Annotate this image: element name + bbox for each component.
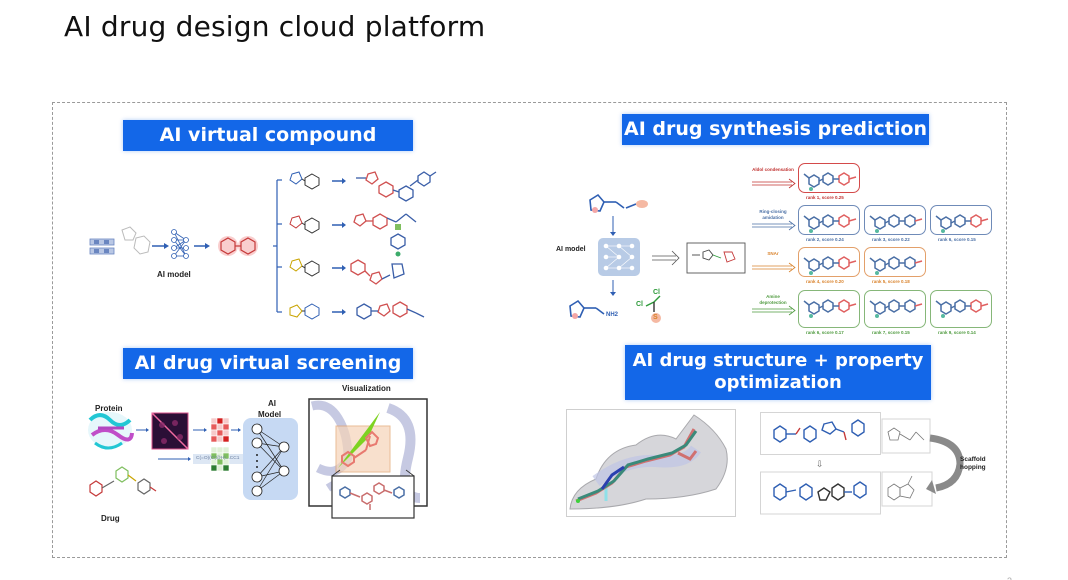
compound-design-model-label: AI model xyxy=(157,270,191,279)
synthesis-model-label: AI model xyxy=(556,246,586,253)
product-molecule-icon xyxy=(935,299,989,318)
product-molecule-3 xyxy=(350,259,405,285)
synthesis-prediction-banner: AI drug synthesis prediction xyxy=(622,114,929,145)
product-molecule-icon xyxy=(869,256,923,275)
product-molecule-2 xyxy=(353,213,417,257)
drug-molecule-icon xyxy=(89,466,157,497)
scaffold-hopping-diagram: ⇩ xyxy=(760,412,964,515)
page-number: 3 xyxy=(1007,576,1012,580)
reaction-result-card xyxy=(930,290,992,328)
binding-pocket-surface xyxy=(566,409,736,517)
isothiocyanate-reagent-icon xyxy=(589,193,648,213)
banner-line-2: optimization xyxy=(714,372,842,393)
product-molecule-4 xyxy=(356,301,425,320)
reaction-result-card xyxy=(798,290,860,328)
scaffold-hopping-arrow xyxy=(929,434,964,492)
rank-score-label: rank 3, score 0.22 xyxy=(872,237,910,242)
product-molecule-icon xyxy=(869,299,923,318)
synthesis-diagram xyxy=(569,193,746,323)
neural-network-icon xyxy=(171,229,189,259)
scaffold-hopping-label-line2: hopping xyxy=(960,464,986,471)
product-molecule-icon xyxy=(935,214,989,233)
fragment-row-imidazole xyxy=(289,171,320,190)
reaction-type-label: Amine deprotection xyxy=(759,294,787,305)
product-molecule-icon xyxy=(869,214,923,233)
branch-bracket xyxy=(273,179,282,313)
reaction-result-card xyxy=(930,205,992,235)
chlorine-label: Cl xyxy=(636,301,643,308)
page-title: AI drug design cloud platform xyxy=(64,10,486,43)
product-molecule-icon xyxy=(803,214,857,233)
ai-model-network-icon xyxy=(243,418,298,500)
ai-model-label: AI xyxy=(268,399,276,408)
protein-label: Protein xyxy=(95,404,123,413)
arrow-icon xyxy=(194,243,210,249)
banner-line-1: AI drug structure + property xyxy=(632,350,924,371)
rank-score-label: rank 2, score 0.24 xyxy=(806,237,844,242)
fragment-row-oxadiazole xyxy=(289,215,320,234)
optimized-molecule-box xyxy=(760,471,881,515)
rank-score-label: rank 6, score 0.17 xyxy=(806,330,844,335)
compound-design-diagram xyxy=(89,171,346,320)
reaction-arrow-icon xyxy=(752,220,796,231)
reaction-result-card xyxy=(798,163,860,193)
sulfur-label: S xyxy=(653,314,658,321)
reaction-result-card xyxy=(864,247,926,277)
ai-model-label-line2: Model xyxy=(258,410,282,419)
structure-optimization-banner: AI drug structure + property optimizatio… xyxy=(625,345,931,400)
rank-score-label: rank 9, score 0.14 xyxy=(938,330,976,335)
reaction-result-card xyxy=(798,205,860,235)
double-arrow-icon xyxy=(652,250,680,266)
down-arrow-icon: ⇩ xyxy=(816,460,824,470)
product-molecule-1 xyxy=(356,171,437,202)
drug-label: Drug xyxy=(101,514,120,523)
reaction-arrow-icon xyxy=(752,305,796,316)
rank-score-label: rank 1, score 0.25 xyxy=(806,195,844,200)
rank-score-label: rank 5, score 0.18 xyxy=(872,279,910,284)
product-molecule-icon xyxy=(803,256,857,275)
reaction-type-label: Ring-closing amidation xyxy=(759,209,787,220)
reaction-arrow-icon xyxy=(752,262,796,273)
compound-design-banner: AI virtual compound design xyxy=(123,120,413,177)
chlorine-label: Cl xyxy=(653,289,660,296)
content-frame xyxy=(52,102,1007,558)
generated-molecules xyxy=(350,171,437,320)
reaction-result-card xyxy=(864,290,926,328)
protein-structure-icon xyxy=(88,412,134,450)
rank-score-label: rank 4, score 0.20 xyxy=(806,279,844,284)
furfurylamine-reagent-icon xyxy=(569,299,605,319)
amine-label: NH2 xyxy=(606,312,619,318)
rank-score-label: rank 7, score 0.15 xyxy=(872,330,910,335)
fragment-row-thiophene-pyridine xyxy=(289,303,320,320)
visualization-label: Visualization xyxy=(342,384,391,393)
reaction-arrow-icon xyxy=(752,178,796,189)
virtual-screening-banner: AI drug virtual screening xyxy=(123,348,413,379)
product-molecule-icon xyxy=(803,299,857,318)
virtual-screening-diagram xyxy=(88,412,298,500)
reaction-type-label: Aldol condensation xyxy=(752,167,794,172)
protein-feature-grid-icon xyxy=(210,417,230,443)
thiophosgene-reagent-icon xyxy=(645,295,661,323)
docking-visualization xyxy=(308,398,428,519)
reaction-result-card xyxy=(798,247,860,277)
scaffold-hopping-label: Scaffold xyxy=(960,456,986,463)
rank-score-label: rank 6, score 0.15 xyxy=(938,237,976,242)
product-molecule-icon xyxy=(803,172,857,191)
input-sequence-icon xyxy=(89,226,151,255)
reaction-type-label: SNAr xyxy=(767,251,779,256)
drug-feature-grid-icon xyxy=(210,446,230,472)
reaction-result-card xyxy=(864,205,926,235)
arrow-icon xyxy=(152,243,169,249)
smiles-text: C(=O)(C(@H)...CC1 xyxy=(196,456,240,461)
fragment-row-thiadiazole xyxy=(289,258,320,277)
target-molecule-box xyxy=(686,242,746,274)
biphenyl-scaffold-icon xyxy=(218,236,258,256)
